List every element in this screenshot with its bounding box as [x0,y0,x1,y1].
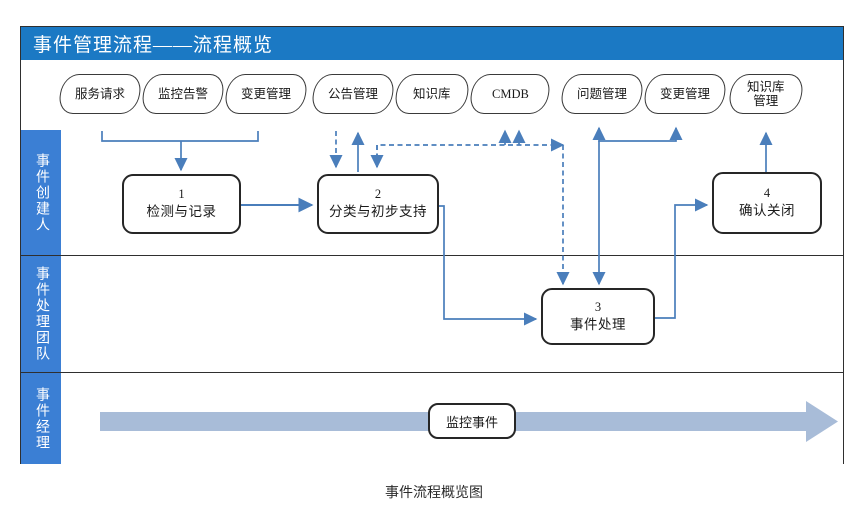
lane-handling-team-body [61,256,843,373]
pill-problem-mgmt[interactable]: 问题管理 [558,74,646,114]
pill-knowledge-base-label: 知识库 [413,87,451,101]
box-detect-record[interactable]: 1 检测与记录 [122,174,241,234]
system-pill-row: 服务请求 监控告警 变更管理 公告管理 知识库 CMDB 问题管理 变更管理 知识库 管理 [21,60,843,130]
box-confirm-close[interactable]: 4 确认关闭 [712,172,822,234]
pill-service-request-label: 服务请求 [74,87,125,101]
box-classify-label: 分类与初步支持 [329,204,427,220]
pill-change-mgmt-left[interactable]: 变更管理 [222,74,310,114]
lane-incident-creator-text: 事件创建人 [34,152,49,233]
box-classify[interactable]: 2 分类与初步支持 [317,174,439,234]
lane-incident-manager-label: 事件经理 [21,373,61,464]
box-handle-label: 事件处理 [570,316,626,332]
pill-knowledge-base[interactable]: 知识库 [392,74,472,114]
pill-bulletin-mgmt-label: 公告管理 [327,87,378,101]
diagram-title-bar: 事件管理流程——流程概览 [21,27,843,60]
pill-change-mgmt-right-label: 变更管理 [659,87,710,101]
lane-incident-manager-text: 事件经理 [34,386,49,451]
box-classify-number: 2 [374,187,382,202]
pill-cmdb[interactable]: CMDB [467,74,553,114]
pill-change-mgmt-right[interactable]: 变更管理 [641,74,729,114]
monitor-event-box[interactable]: 监控事件 [428,403,516,439]
monitor-event-label: 监控事件 [445,414,498,430]
box-confirm-close-number: 4 [763,186,771,201]
box-handle-number: 3 [594,299,602,314]
box-detect-record-number: 1 [178,187,185,202]
pill-service-request[interactable]: 服务请求 [56,74,144,114]
box-handle[interactable]: 3 事件处理 [541,288,655,345]
pill-monitor-alarm-label: 监控告警 [157,87,208,101]
pill-problem-mgmt-label: 问题管理 [576,87,627,101]
diagram-title: 事件管理流程——流程概览 [33,35,274,56]
lane-handling-team-text: 事件处理团队 [34,266,49,362]
pill-kb-mgmt[interactable]: 知识库 管理 [726,74,806,114]
pill-cmdb-label: CMDB [491,87,529,101]
lane-handling-team-label: 事件处理团队 [21,256,61,373]
box-detect-record-label: 检测与记录 [146,204,217,220]
pill-change-mgmt-left-label: 变更管理 [240,87,291,101]
figure-caption: 事件流程概览图 [385,486,483,501]
lane-incident-creator-label: 事件创建人 [21,130,61,256]
box-confirm-close-label: 确认关闭 [739,203,795,219]
pill-monitor-alarm[interactable]: 监控告警 [139,74,227,114]
pill-kb-mgmt-label: 知识库 管理 [747,80,785,108]
pill-bulletin-mgmt[interactable]: 公告管理 [309,74,397,114]
